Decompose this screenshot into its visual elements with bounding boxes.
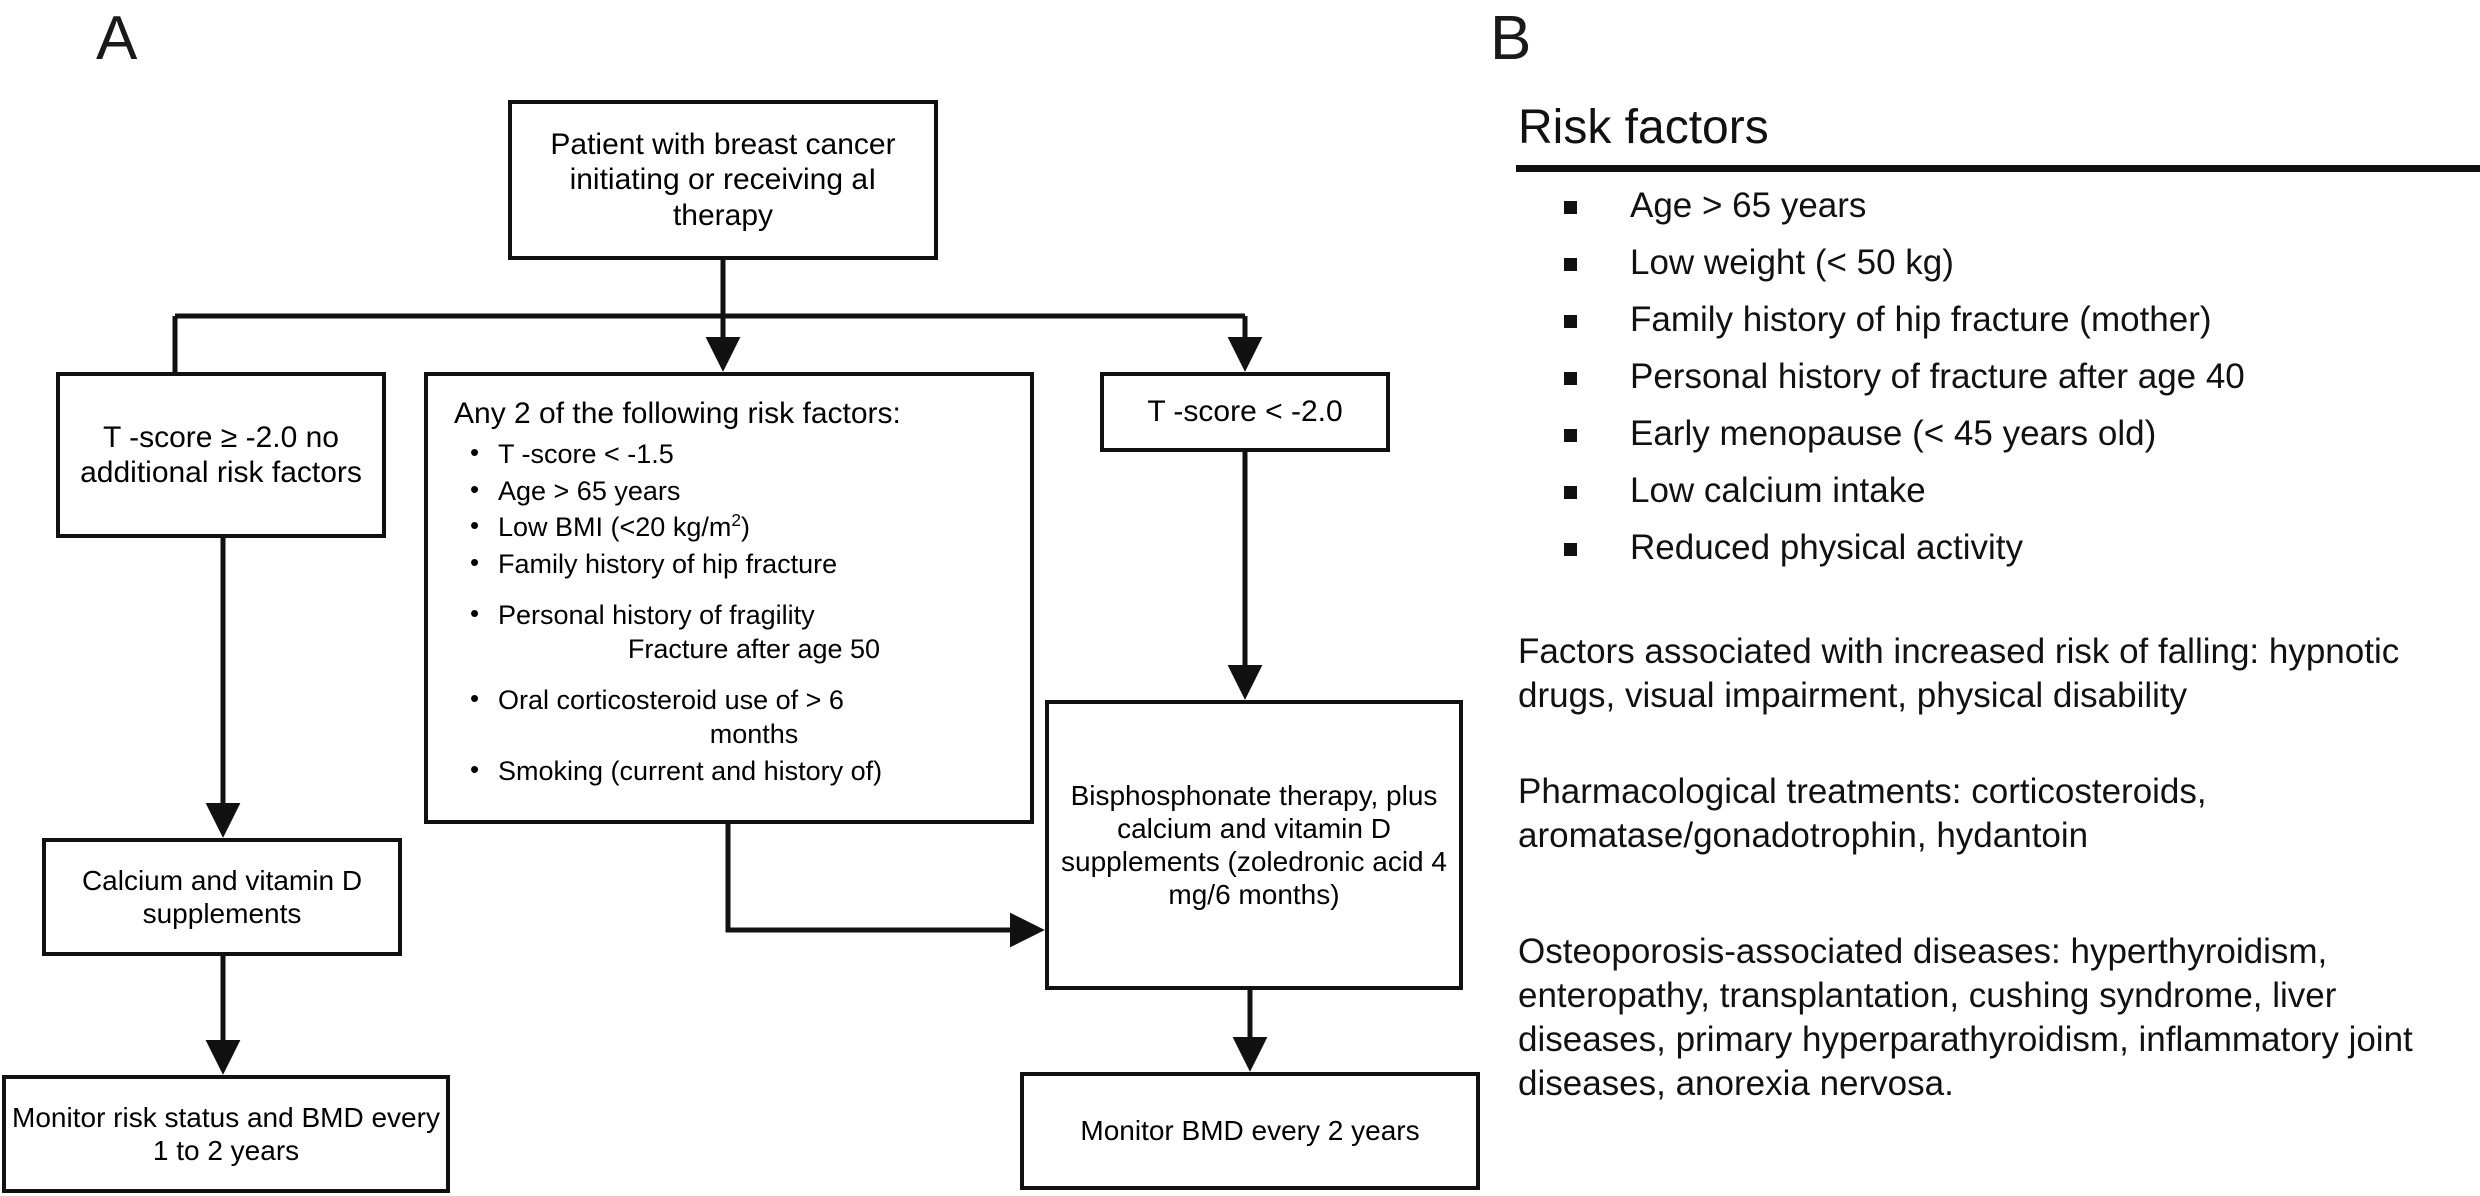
panel-b-risk-factors: B Risk factors Age > 65 years Low weight… — [1490, 0, 2480, 1196]
node-left-text: T -score ≥ -2.0 no additional risk facto… — [80, 420, 362, 489]
paragraph-osteoporosis-diseases: Osteoporosis-associated diseases: hypert… — [1518, 932, 2413, 1104]
risk-factors-list: Age > 65 years Low weight (< 50 kg) Fami… — [1550, 188, 2470, 587]
risk-box-heading: Any 2 of the following risk factors: — [454, 397, 901, 430]
risk-bullet-smoking: Smoking (current and history of) — [448, 753, 1010, 789]
node-calcium-vitamin-d[interactable]: Calcium and vitamin D supplements — [42, 838, 402, 956]
node-monitor-right-text: Monitor BMD every 2 years — [1080, 1115, 1420, 1147]
list-item: Family history of hip fracture (mother) — [1550, 302, 2470, 337]
risk-bullet-age: Age > 65 years — [448, 473, 1010, 509]
node-monitor-left-text: Monitor risk status and BMD every 1 to 2… — [12, 1101, 440, 1166]
risk-factors-title-rule — [1516, 165, 2480, 172]
risk-box-bullet-list: T -score < -1.5 Age > 65 years Low BMI (… — [448, 436, 1010, 789]
flowchart-connectors — [172, 260, 1268, 1075]
risk-bullet-tscore: T -score < -1.5 — [448, 436, 1010, 472]
list-item: Age > 65 years — [1550, 188, 2470, 223]
node-monitor-risk-status-bmd[interactable]: Monitor risk status and BMD every 1 to 2… — [2, 1075, 450, 1193]
node-patient-initiating-ai-therapy[interactable]: Patient with breast cancer initiating or… — [508, 100, 938, 260]
paragraph-pharmacological-treatments: Pharmacological treatments: corticostero… — [1518, 772, 2207, 856]
risk-factors-title: Risk factors — [1518, 101, 1769, 154]
list-item: Reduced physical activity — [1550, 530, 2470, 565]
connector-risk-to-bisphosphonate — [725, 824, 1045, 948]
risk-bullet-personal-history-line2: Fracture after age 50 — [627, 634, 881, 665]
risk-bullet-low-bmi: Low BMI (<20 kg/m2) — [448, 509, 1010, 545]
node-tscore-above-minus-2[interactable]: T -score ≥ -2.0 no additional risk facto… — [56, 372, 386, 538]
list-item: Low weight (< 50 kg) — [1550, 245, 2470, 280]
risk-bullet-corticosteroid-line2: months — [709, 719, 799, 750]
risk-bullet-family-history: Family history of hip fracture — [448, 546, 1010, 582]
bmi-closing-paren: ) — [740, 512, 750, 543]
node-tscore2-text: T -score < -2.0 — [1147, 395, 1343, 429]
node-any-2-risk-factors[interactable]: Any 2 of the following risk factors: T -… — [424, 372, 1034, 824]
node-tscore-below-minus-2[interactable]: T -score < -2.0 — [1100, 372, 1390, 452]
node-top-text: Patient with breast cancer initiating or… — [550, 127, 896, 232]
panel-a-label: A — [96, 4, 138, 73]
list-item: Low calcium intake — [1550, 473, 2470, 508]
node-bisphosphonate-therapy[interactable]: Bisphosphonate therapy, plus calcium and… — [1045, 700, 1463, 990]
node-calcium-text: Calcium and vitamin D supplements — [81, 864, 363, 929]
paragraph-falling-risk: Factors associated with increased risk o… — [1518, 632, 2400, 716]
panel-a-flowchart: A — [0, 0, 1490, 1196]
node-bisphosphonate-text: Bisphosphonate therapy, plus calcium and… — [1061, 779, 1447, 911]
panel-b-label: B — [1490, 4, 1532, 73]
list-item: Early menopause (< 45 years old) — [1550, 416, 2470, 451]
list-item: Personal history of fracture after age 4… — [1550, 359, 2470, 394]
node-monitor-bmd-every-2-years[interactable]: Monitor BMD every 2 years — [1020, 1072, 1480, 1190]
bmi-superscript: 2 — [731, 510, 741, 531]
